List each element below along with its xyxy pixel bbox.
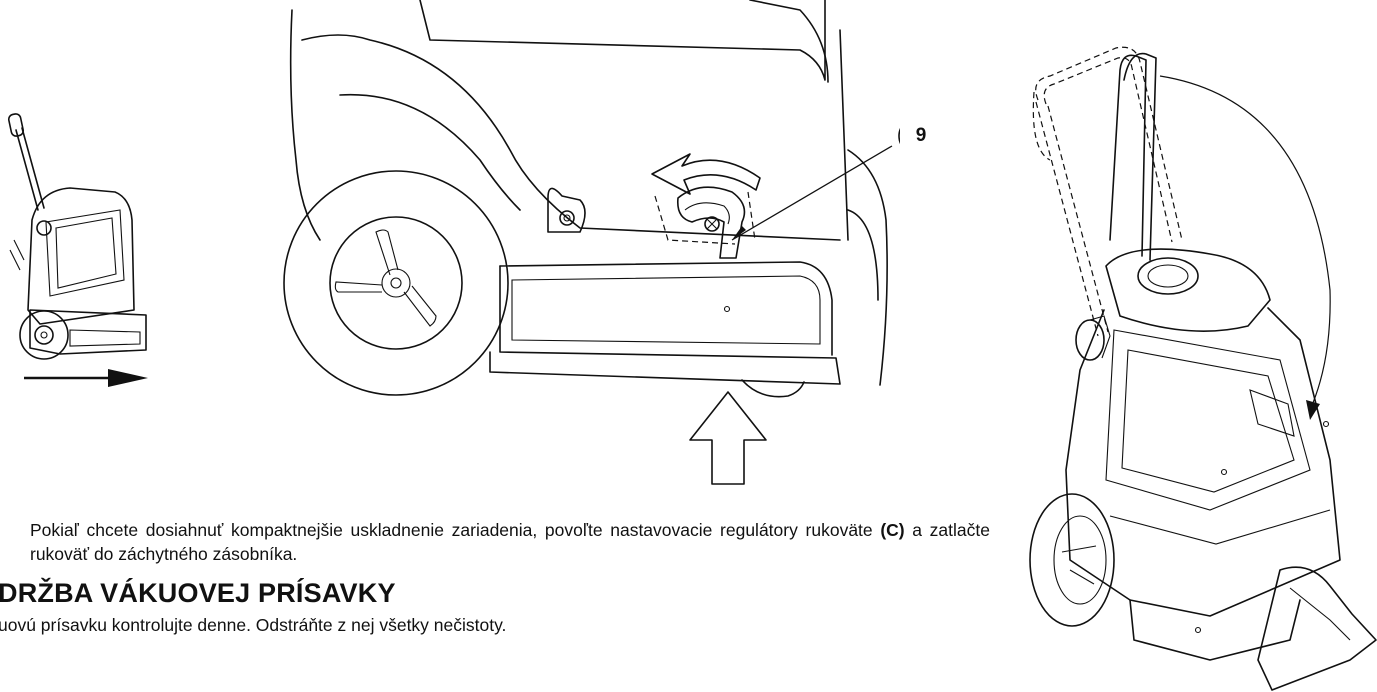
callout-number-9: 9 xyxy=(915,125,927,146)
paragraph-text-before: Pokiaľ chcete dosiahnuť kompaktnejšie us… xyxy=(30,520,881,540)
small-machine-illustration xyxy=(7,113,148,387)
machine-handle-folding-illustration xyxy=(1029,46,1377,691)
paragraph-text-after: a zatlačte rukoväť do záchytného zásobní… xyxy=(30,520,990,564)
section-heading: DRŽBA VÁKUOVEJ PRÍSAVKY xyxy=(0,578,396,608)
paragraph-bold-reference: (C) xyxy=(880,520,905,540)
storage-instruction-paragraph: Pokiaľ chcete dosiahnuť kompaktnejšie us… xyxy=(30,519,990,567)
section-body-text: uovú prísavku kontrolujte denne. Odstráň… xyxy=(0,615,507,635)
handle-latch-closeup-illustration xyxy=(283,0,900,485)
